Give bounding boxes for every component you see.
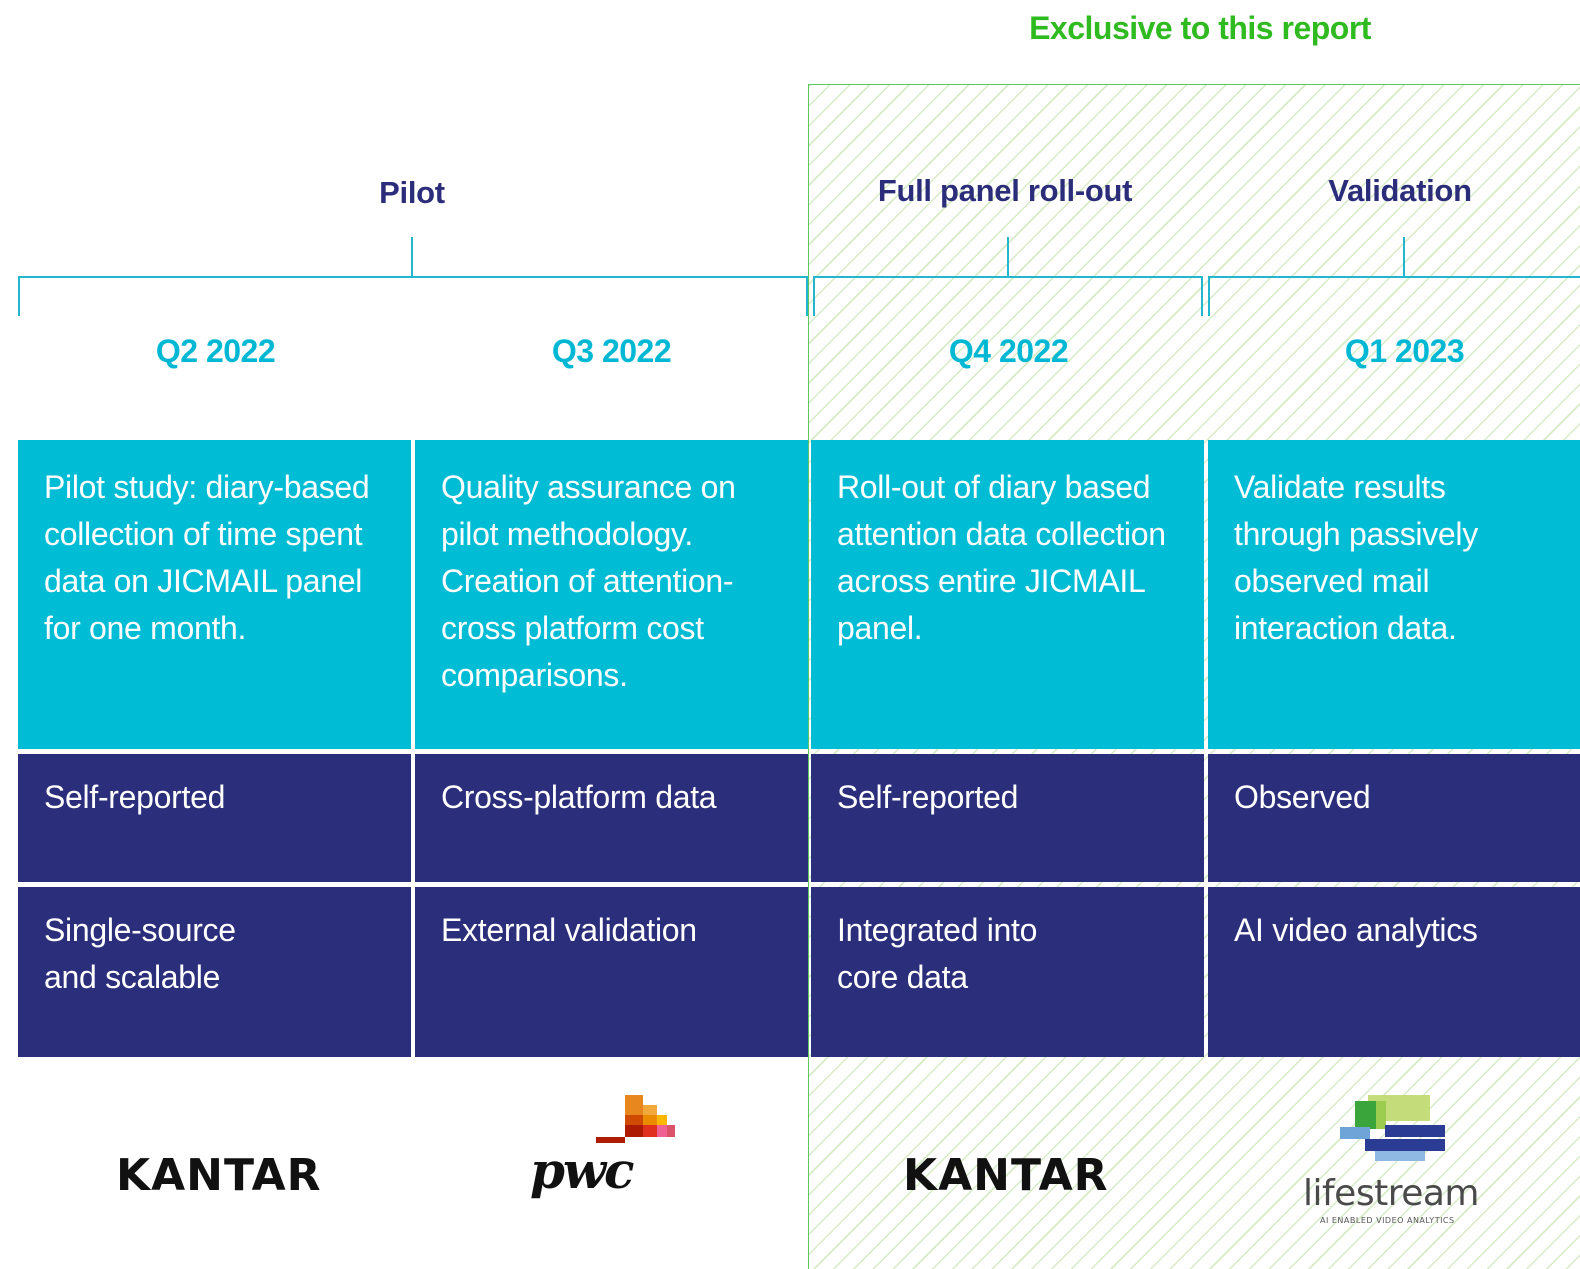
phase-validation: Validation	[1328, 173, 1472, 208]
data-type-q4-2022: Self-reported	[811, 754, 1204, 882]
description-q2-2022: Pilot study: diary-based collection of t…	[18, 440, 411, 749]
quarter-q3-2022: Q3 2022	[551, 333, 672, 369]
quarter-q1-2023: Q1 2023	[1344, 333, 1465, 369]
benefit-q2-2022: Single-source and scalable	[18, 887, 411, 1057]
quarter-q2-2022: Q2 2022	[155, 333, 276, 369]
phase-pilot: Pilot	[379, 175, 445, 210]
kantar-logo: KANTAR	[116, 1150, 322, 1201]
phase-full-rollout: Full panel roll-out	[877, 173, 1133, 208]
description-q1-2023: Validate results through passively obser…	[1208, 440, 1580, 749]
lifestream-logo: lifestream AI ENABLED VIDEO ANALYTICS	[1300, 1095, 1500, 1235]
lifestream-mark-icon	[1340, 1095, 1445, 1161]
benefit-q4-2022: Integrated into core data	[811, 887, 1204, 1057]
pwc-wordmark: pwc	[530, 1141, 634, 1200]
data-type-q2-2022: Self-reported	[18, 754, 411, 882]
kantar-logo-2: KANTAR	[903, 1150, 1109, 1201]
lifestream-tagline: AI ENABLED VIDEO ANALYTICS	[1320, 1216, 1455, 1225]
data-type-q3-2022: Cross-platform data	[415, 754, 808, 882]
description-q3-2022: Quality assurance on pilot methodology. …	[415, 440, 808, 749]
benefit-q1-2023: AI video analytics	[1208, 887, 1580, 1057]
benefit-q3-2022: External validation	[415, 887, 808, 1057]
quarter-q4-2022: Q4 2022	[948, 333, 1069, 369]
lifestream-wordmark: lifestream	[1303, 1173, 1479, 1214]
data-type-q1-2023: Observed	[1208, 754, 1580, 882]
pwc-logo: pwc	[530, 1095, 690, 1205]
exclusive-label: Exclusive to this report	[1029, 10, 1371, 46]
pwc-mark-icon	[596, 1095, 675, 1143]
description-q4-2022: Roll-out of diary based attention data c…	[811, 440, 1204, 749]
